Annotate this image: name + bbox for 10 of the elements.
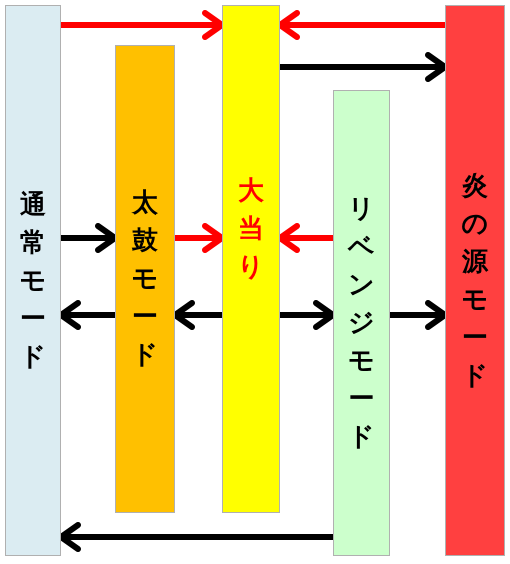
mode-label: 太鼓モード: [131, 187, 159, 372]
mode-bar: [115, 45, 175, 513]
mode-bar: [5, 5, 61, 556]
mode-label: 大当り: [237, 175, 265, 284]
mode-bar: [445, 5, 505, 556]
mode-label: リベンジモード: [348, 193, 376, 454]
mode-label: 通常モード: [19, 188, 47, 374]
mode-bar: [222, 5, 280, 513]
mode-label: 炎の源モード: [461, 170, 489, 392]
mode-bar: [333, 90, 390, 556]
